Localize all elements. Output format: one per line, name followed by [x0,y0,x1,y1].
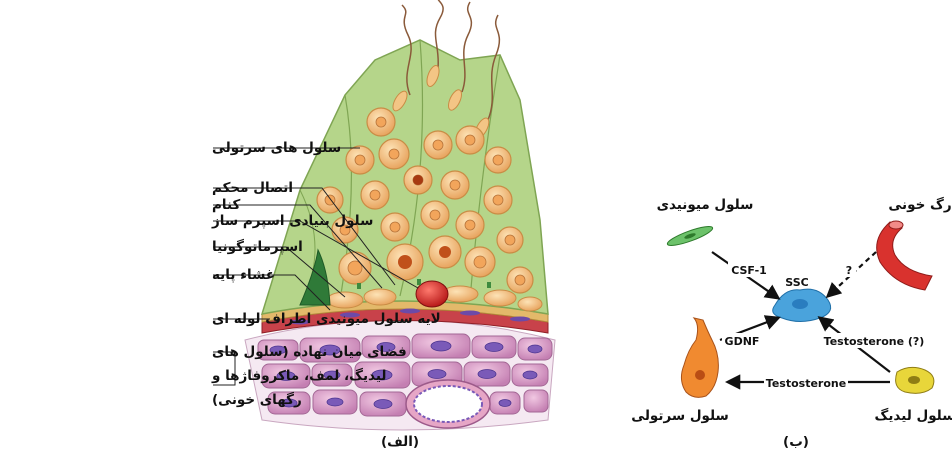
label-ssc: سلول بنیادی اسپرم ساز [211,213,373,229]
sertoli-cell-icon [681,318,718,397]
label-basement-membrane: غشاء پایه [212,267,275,283]
spermatocyte-dark-nucleus [439,246,451,258]
panel-b: سلول میونیدی رگ خونی SSC سلول سرتولی سلو… [631,197,952,450]
spermatocyte-dark-nucleus [398,255,412,269]
label-myoid-layer: لایه سلول میونیدی اطراف لوله ای [212,311,441,327]
panel-b-caption: (ب) [783,434,809,450]
node-sertoli-label: سلول سرتولی [631,408,729,424]
spermatocyte-dark-nucleus [413,175,423,185]
node-blood-vessel-label: رگ خونی [888,197,951,213]
label-testosterone: Testosterone [766,377,846,390]
label-interstitial-line1: فضای میان نهاده (سلول های [212,344,407,360]
label-interstitial-line3: رگهای خونی) [212,391,302,408]
node-myoid-label: سلول میونیدی [657,197,754,213]
blood-vessel-cross-section [406,380,490,428]
label-interstitial-line2: لیدیگ، لمف، ماکروفاژها و [211,367,386,384]
label-question: ? [846,264,852,277]
leydig-cell-icon [896,367,934,393]
label-niche: کنام [212,197,240,213]
label-testosterone-question: Testosterone (?) [824,335,925,348]
label-csf1: CSF-1 [731,264,767,277]
myoid-cell-icon [666,223,715,249]
ssc-cell-icon [773,289,831,321]
panel-a-caption: (الف) [381,434,419,450]
label-gdnf: GDNF [725,335,760,348]
label-sertoli-cells: سلول های سرتولی [212,140,341,156]
node-ssc-label: SSC [785,276,808,289]
blood-vessel-icon [877,221,932,290]
label-spermatogonia: اسپرماتوگونیا [212,238,303,255]
label-tight-junction: اتصال محکم [212,180,293,196]
node-leydig-label: سلول لیدیگ [875,407,952,424]
